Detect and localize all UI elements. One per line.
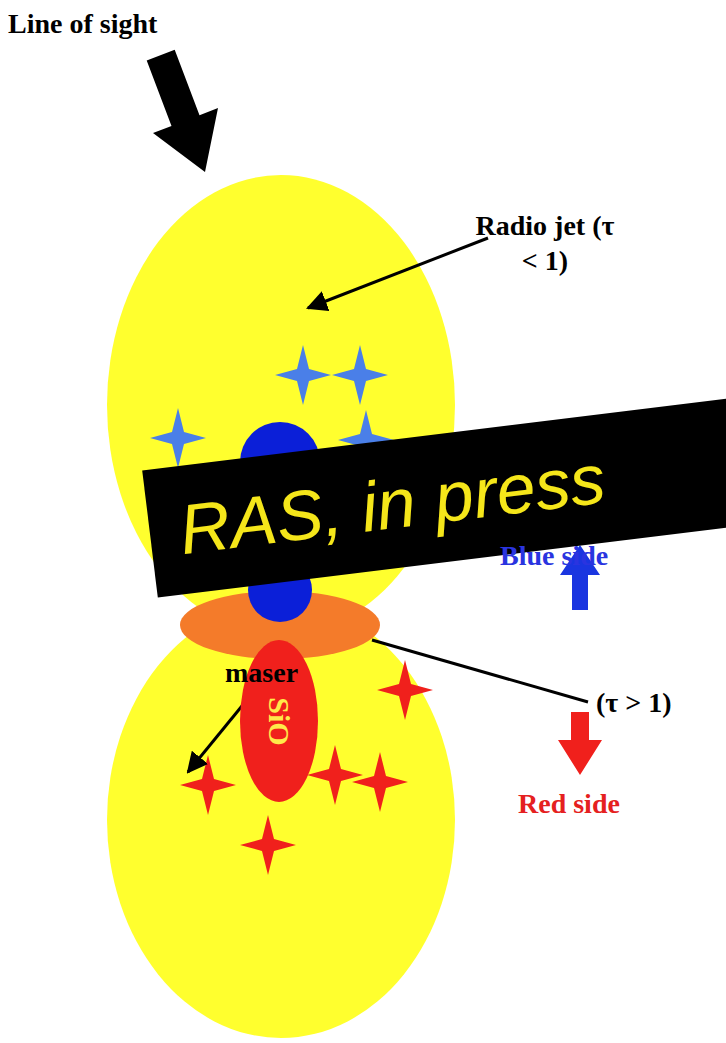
annotation-label: maser [225,655,298,690]
annotation-label: Blue side [500,538,608,573]
red-arrow [558,712,602,775]
annotation-label: Red side [518,786,620,821]
leader-line [308,238,488,308]
jet-lobe [107,602,455,1038]
banner-box: RAS, in press [142,397,726,597]
annotation-label: Radio jet (τ < 1) [470,208,620,278]
line-of-sight-arrow [147,50,218,172]
annotation-label: Line of sight [8,6,157,41]
leader-line [372,640,588,702]
annotation-label: (τ > 1) [596,685,672,720]
node-text: SiO [262,697,295,745]
